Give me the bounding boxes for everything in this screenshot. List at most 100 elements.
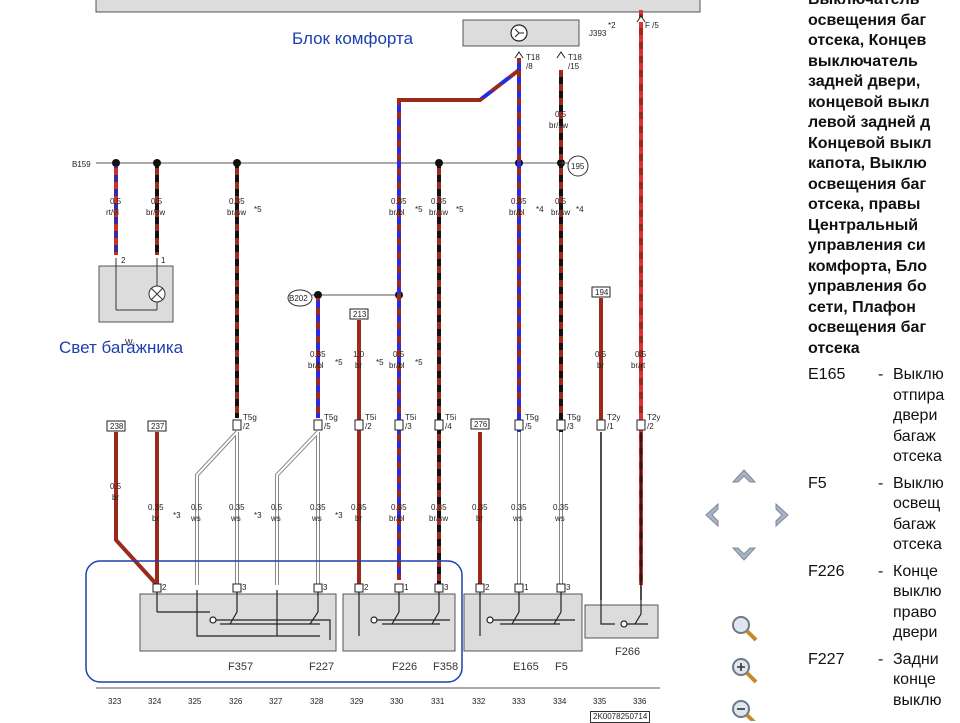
ground-bus-b202: B202 [287, 289, 403, 307]
wire-label: 0.35 [431, 503, 447, 512]
svg-text:ws: ws [270, 514, 281, 523]
svg-text:br/sw: br/sw [227, 208, 246, 217]
wire-label: 0.35 [351, 503, 367, 512]
wire-label: 0.35 [310, 350, 326, 359]
svg-text:br/sw: br/sw [429, 514, 448, 523]
wire-label: 0.35 [472, 503, 488, 512]
conn-t5g-5b: T5g [525, 413, 539, 422]
wire-label: 0.35 [511, 503, 527, 512]
svg-text:ws: ws [190, 514, 201, 523]
legend-entry: F5- Выклю освещ багаж отсека [808, 474, 944, 554]
svg-text:334: 334 [553, 697, 567, 706]
zoom-fit-icon[interactable] [732, 616, 758, 642]
svg-text:335: 335 [593, 697, 607, 706]
legend-panel: Выключательосвещения баг отсека, Концевв… [808, 0, 960, 721]
arrow-left-icon[interactable] [705, 502, 719, 528]
svg-text:325: 325 [188, 697, 202, 706]
comp-f226: F226 [392, 661, 417, 673]
reference-boxes: 213 194 238 237 276 [106, 286, 611, 432]
conn-t18-15: T18 [568, 53, 582, 62]
zoom-in-icon[interactable] [732, 658, 758, 684]
svg-text:/5: /5 [525, 422, 532, 431]
ground-b159: B159 [72, 160, 91, 169]
comp-f227: F227 [309, 661, 334, 673]
svg-text:br/bl: br/bl [389, 361, 405, 370]
zoom-out-icon[interactable] [732, 700, 756, 721]
svg-text:br: br [355, 361, 362, 370]
ground-point-195 [567, 155, 589, 177]
wire-label: 0.5 [271, 503, 283, 512]
ref-276: 276 [474, 420, 488, 429]
svg-text:br/bl: br/bl [389, 514, 405, 523]
svg-text:br/bl: br/bl [389, 208, 405, 217]
svg-text:*5: *5 [376, 358, 384, 367]
arrow-right-icon[interactable] [775, 502, 789, 528]
svg-text:/1: /1 [607, 422, 614, 431]
switch-pins: 2 3 3 2 1 3 2 1 3 [152, 583, 571, 593]
switch-boxes [139, 593, 659, 652]
wire-label: 0.5 [555, 110, 567, 119]
svg-text:*5: *5 [456, 205, 464, 214]
conn-t2y-2: T2y [647, 413, 660, 422]
svg-text:br: br [112, 493, 119, 502]
document-number: 2K0078250714 [590, 711, 651, 723]
svg-text:/15: /15 [568, 62, 580, 71]
svg-text:333: 333 [512, 697, 526, 706]
nav-controls [705, 469, 789, 721]
wire-label: 0.35 [391, 503, 407, 512]
connector-markers [232, 15, 646, 431]
ref-213: 213 [353, 310, 367, 319]
svg-text:br: br [476, 514, 483, 523]
pin-label: 3 [444, 583, 449, 592]
ref-194: 194 [595, 288, 609, 297]
svg-text:/8: /8 [526, 62, 533, 71]
highlight-frame [85, 560, 463, 683]
wire-label: 0.5 [110, 197, 122, 206]
ground-195-label: 195 [571, 162, 585, 171]
wire-label: 0.35 [553, 503, 569, 512]
arrow-down-icon[interactable] [731, 547, 757, 561]
annotation-trunk-light: Свет багажника [59, 338, 184, 357]
svg-text:rt/vi: rt/vi [106, 208, 119, 217]
legend-entry: E165- Выклю отпира двери багаж отсека [808, 366, 945, 465]
ground-b202: B202 [289, 294, 308, 303]
conn-t5g-2: T5g [243, 413, 257, 422]
wires [114, 10, 643, 600]
ground-bus: B159 195 [72, 155, 589, 177]
switch-symbols [156, 590, 648, 640]
svg-text:br/sw: br/sw [146, 208, 165, 217]
wire-label: 0.5 [393, 350, 405, 359]
wire-label: 0.35 [148, 503, 164, 512]
svg-text:br/bl: br/bl [308, 361, 324, 370]
svg-text:/2: /2 [365, 422, 372, 431]
comp-f5: F5 [555, 661, 568, 673]
svg-text:br/sw: br/sw [549, 121, 568, 130]
component-labels: F357 F227 F226 F358 E165 F5 F266 [228, 646, 640, 673]
pin-label: 1 [524, 583, 529, 592]
wire-label: 0.35 [310, 503, 326, 512]
comp-f266: F266 [615, 646, 640, 658]
pin-label: 2 [121, 256, 126, 265]
svg-text:br: br [597, 361, 604, 370]
svg-text:327: 327 [269, 697, 283, 706]
pin-label: 1 [161, 256, 166, 265]
svg-text:*5: *5 [415, 358, 423, 367]
wire-label: 0.5 [110, 482, 122, 491]
svg-text:332: 332 [472, 697, 486, 706]
control-unit-note: *2 [608, 21, 616, 30]
wire-label: 0.35 [511, 197, 527, 206]
svg-text:326: 326 [229, 697, 243, 706]
wire-label: 0.5 [151, 197, 163, 206]
pin-label: 2 [485, 583, 490, 592]
pin-label: 2 [162, 583, 167, 592]
control-unit-label: J393 [589, 29, 607, 38]
arrow-up-icon[interactable] [731, 469, 757, 483]
svg-text:br/sw: br/sw [551, 208, 570, 217]
conn-t18-8: T18 [526, 53, 540, 62]
conn-t2y-1: T2y [607, 413, 620, 422]
svg-text:*3: *3 [335, 511, 343, 520]
ref-238: 238 [110, 422, 124, 431]
pin-label: 3 [242, 583, 247, 592]
svg-text:*5: *5 [415, 205, 423, 214]
